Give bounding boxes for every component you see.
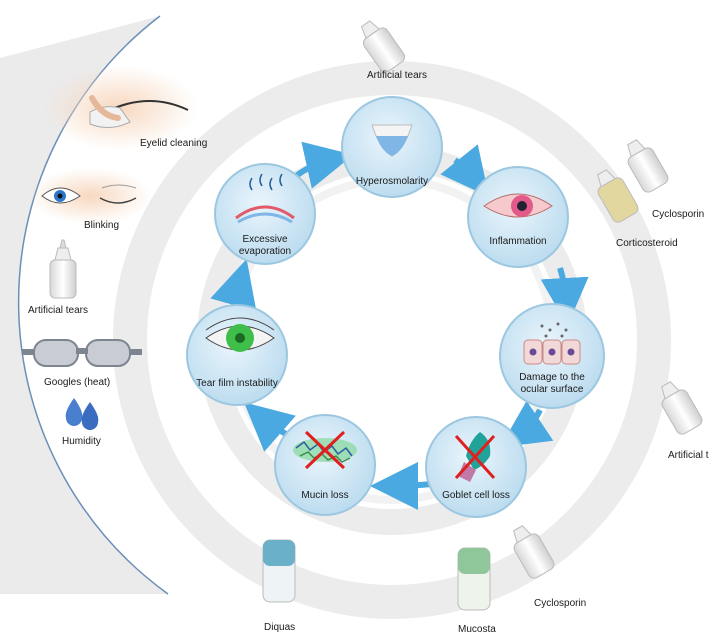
eye-blink-icon — [28, 168, 152, 224]
outer-ring — [113, 61, 671, 619]
node-label: Tear film instability — [196, 378, 278, 389]
cycle-node: Inflammation — [467, 166, 569, 268]
water-drops-icon — [65, 398, 99, 430]
evaporation-icon — [235, 173, 295, 224]
treatment-label: Cyclosporin — [534, 598, 586, 609]
treatment-label: Cyclosporin — [652, 209, 704, 220]
corticosteroid-bottle-icon — [597, 169, 639, 223]
eyedrop-bottle-icon — [513, 525, 555, 579]
cycle-arrow — [500, 400, 554, 448]
eyelid-cleaning-icon — [42, 66, 198, 150]
cycle-node: Excessive evaporation — [214, 163, 316, 265]
cycle-node: Damage to the ocular surface — [499, 303, 605, 409]
epithelial-cells-icon — [523, 322, 581, 365]
treatment-label: Artificial tears — [367, 70, 427, 81]
node-label: Damage to the — [519, 372, 585, 383]
cycle-node: Goblet cell loss — [425, 416, 527, 518]
eyedrop-bottle-icon — [627, 139, 669, 193]
diquas-bottle-icon — [262, 539, 296, 603]
mucosta-bottle-icon — [457, 547, 491, 611]
eyedrop-bottle-icon — [360, 20, 406, 73]
cycle-arrow — [440, 144, 489, 197]
cycle-arrow — [294, 141, 354, 189]
inflamed-eye-icon — [483, 193, 553, 218]
treatment-label: Artificial t — [668, 450, 709, 461]
left-item-label: Eyelid cleaning — [140, 138, 207, 149]
node-label: Mucin loss — [301, 490, 348, 501]
left-item-label: Artificial tears — [28, 305, 88, 316]
cycle-node: Hyperosmolarity — [341, 96, 443, 198]
cycle-node: Mucin loss — [274, 414, 376, 516]
left-panel — [0, 16, 168, 594]
cross-icon — [304, 430, 346, 470]
cycle-arrow — [540, 267, 589, 326]
cycle-arrow — [243, 402, 296, 452]
node-label: Excessive — [242, 234, 287, 245]
cycle-node: Tear film instability — [186, 304, 288, 406]
node-label: ocular surface — [521, 384, 584, 395]
cycle-arrow — [370, 461, 433, 510]
node-label: Inflammation — [489, 236, 546, 247]
treatment-label: Diquas — [264, 622, 295, 633]
eyedrop-bottle-icon — [661, 381, 703, 435]
node-label: Hyperosmolarity — [356, 176, 428, 187]
eyedrop-bottle-icon — [49, 239, 77, 299]
goggles-icon — [22, 339, 142, 367]
left-item-label: Blinking — [84, 220, 119, 231]
node-label: evaporation — [239, 246, 291, 257]
treatment-label: Corticosteroid — [616, 238, 678, 249]
cross-icon — [454, 434, 496, 480]
stained-eye-icon — [205, 317, 275, 352]
node-label: Goblet cell loss — [442, 490, 510, 501]
treatment-label: Mucosta — [458, 624, 496, 635]
left-item-label: Humidity — [62, 436, 101, 447]
left-item-label: Googles (heat) — [44, 377, 110, 388]
